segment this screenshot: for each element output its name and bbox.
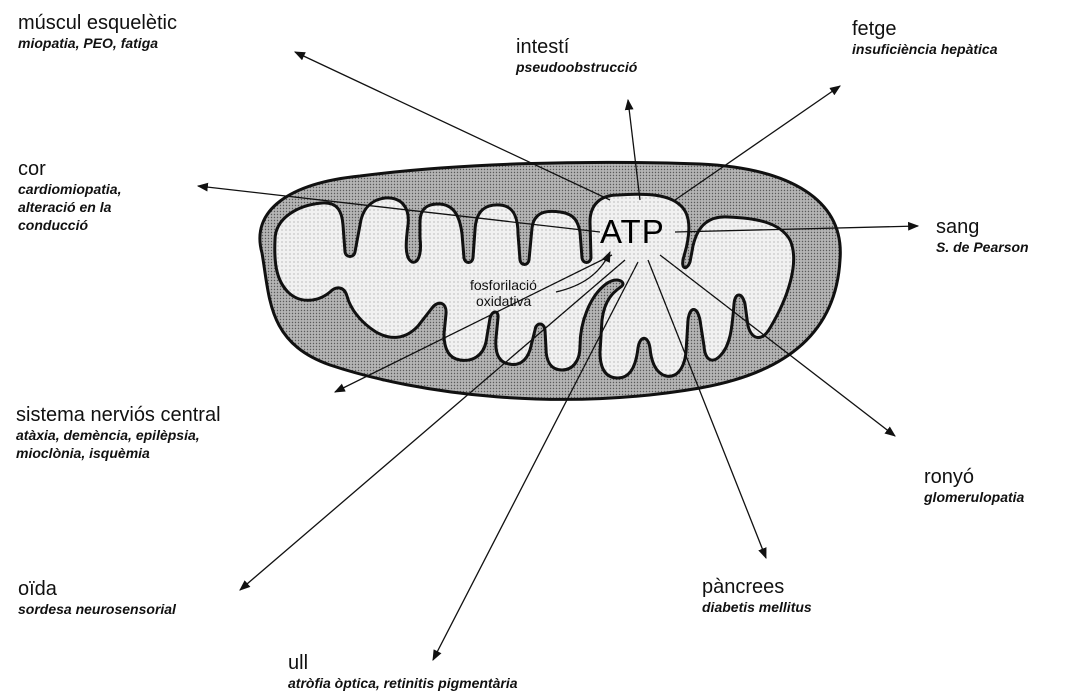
organ-heart: cor cardiomiopatia, alteració en la cond… bbox=[18, 158, 121, 234]
organ-name: ull bbox=[288, 652, 518, 674]
organ-kidney: ronyó glomerulopatia bbox=[924, 466, 1024, 506]
oxphos-line-2: oxidativa bbox=[470, 293, 537, 309]
organ-intestine: intestí pseudoobstrucció bbox=[516, 36, 637, 76]
organ-pancreas: pàncrees diabetis mellitus bbox=[702, 576, 812, 616]
organ-symptom: glomerulopatia bbox=[924, 488, 1024, 506]
organ-symptom: S. de Pearson bbox=[936, 238, 1029, 256]
organ-name: cor bbox=[18, 158, 121, 180]
organ-symptom: alteració en la bbox=[18, 198, 121, 216]
organ-symptom: miopatia, PEO, fatiga bbox=[18, 34, 177, 52]
organ-symptom: diabetis mellitus bbox=[702, 598, 812, 616]
organ-symptom: atàxia, demència, epilèpsia, bbox=[16, 426, 221, 444]
organ-name: fetge bbox=[852, 18, 998, 40]
oxidative-phosphorylation-label: fosforilació oxidativa bbox=[470, 277, 537, 309]
organ-symptom: conducció bbox=[18, 216, 121, 234]
organ-name: ronyó bbox=[924, 466, 1024, 488]
oxphos-line-1: fosforilació bbox=[470, 277, 537, 293]
organ-symptom: pseudoobstrucció bbox=[516, 58, 637, 76]
organ-symptom: cardiomiopatia, bbox=[18, 180, 121, 198]
organ-name: pàncrees bbox=[702, 576, 812, 598]
organ-name: múscul esquelètic bbox=[18, 12, 177, 34]
organ-name: oïda bbox=[18, 578, 176, 600]
organ-liver: fetge insuficiència hepàtica bbox=[852, 18, 998, 58]
organ-symptom: mioclònia, isquèmia bbox=[16, 444, 221, 462]
organ-symptom: insuficiència hepàtica bbox=[852, 40, 998, 58]
organ-muscle: múscul esquelètic miopatia, PEO, fatiga bbox=[18, 12, 177, 52]
organ-ear: oïda sordesa neurosensorial bbox=[18, 578, 176, 618]
organ-name: sang bbox=[936, 216, 1029, 238]
organ-eye: ull atròfia òptica, retinitis pigmentàri… bbox=[288, 652, 518, 692]
organ-symptom: atròfia òptica, retinitis pigmentària bbox=[288, 674, 518, 692]
organ-symptom: sordesa neurosensorial bbox=[18, 600, 176, 618]
organ-name: sistema nerviós central bbox=[16, 404, 221, 426]
organ-cns: sistema nerviós central atàxia, demència… bbox=[16, 404, 221, 462]
organ-blood: sang S. de Pearson bbox=[936, 216, 1029, 256]
organ-name: intestí bbox=[516, 36, 637, 58]
atp-label: ATP bbox=[600, 213, 665, 251]
